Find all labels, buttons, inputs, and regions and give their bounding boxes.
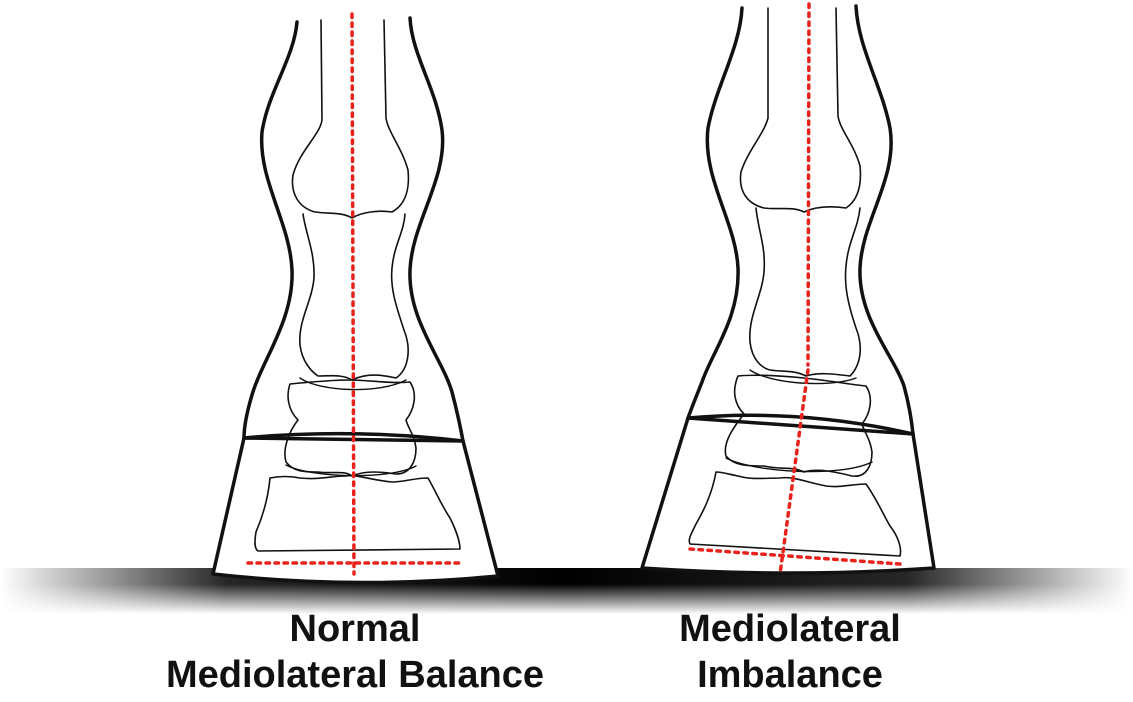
- normal-balance-caption: Normal Mediolateral Balance: [140, 606, 570, 698]
- leg-outline-left: [688, 8, 742, 418]
- caption-line-1: Mediolateral: [600, 606, 980, 652]
- caption-line-2: Mediolateral Balance: [140, 652, 570, 698]
- imbalance-caption: Mediolateral Imbalance: [600, 606, 980, 698]
- leg-outline-right: [410, 18, 463, 441]
- leg-outline-right: [856, 6, 913, 434]
- caption-line-1: Normal: [140, 606, 570, 652]
- long-pastern-bone: [750, 208, 860, 376]
- imbalance-axis-line: [808, 4, 809, 365]
- leg-outline-left: [244, 22, 297, 438]
- normal-hoof-illustration: [213, 14, 498, 583]
- cannon-bone: [740, 8, 860, 212]
- caption-line-2: Imbalance: [600, 652, 980, 698]
- normal-axis-line: [352, 14, 354, 574]
- imbalanced-hoof-illustration: [642, 4, 934, 574]
